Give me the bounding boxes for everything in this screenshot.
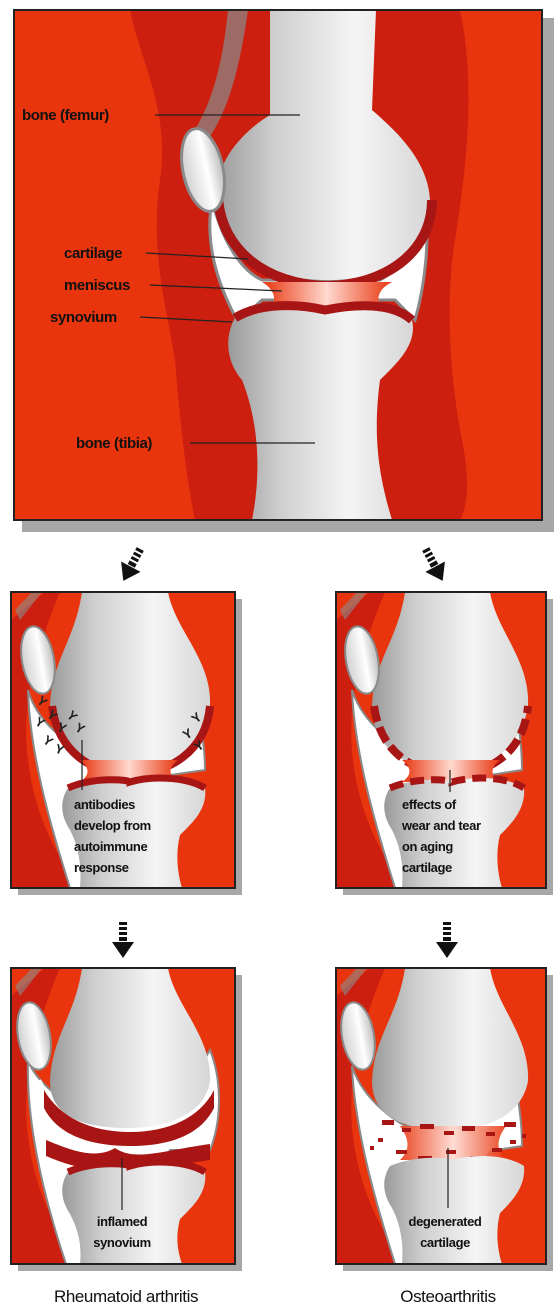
label-femur: bone (femur) [22, 107, 109, 124]
arrow-to-osteoarthritis [416, 544, 452, 586]
note-line-1: effects of [402, 797, 457, 812]
rheumatoid-stage1-panel: Y Y Y Y Y Y Y Y Y Y Y antibodies develop… [11, 592, 242, 895]
label-meniscus: meniscus [64, 277, 130, 294]
note-line-4: cartilage [402, 860, 452, 875]
label-synovium: synovium [50, 309, 117, 326]
note-line-2: wear and tear [401, 818, 481, 833]
note-line-3: autoimmune [74, 839, 147, 854]
caption-osteoarthritis: Osteoarthritis [400, 1287, 496, 1306]
note-line-1: degenerated [409, 1214, 482, 1229]
caption-rheumatoid-arthritis: Rheumatoid arthritis [54, 1287, 198, 1306]
note-line-2: develop from [74, 818, 151, 833]
main-knee-panel: bone (femur) cartilage meniscus synovium… [14, 10, 554, 532]
note-line-1: antibodies [74, 797, 135, 812]
rheumatoid-stage2-panel: inflamed synovium [11, 968, 242, 1271]
arrow-rheumatoid-progression [112, 922, 134, 958]
arrow-osteoarthritis-progression [436, 922, 458, 958]
osteoarthritis-stage2-panel: degenerated cartilage [336, 968, 553, 1271]
osteoarthritis-stage1-panel: effects of wear and tear on aging cartil… [336, 592, 553, 895]
label-tibia: bone (tibia) [76, 435, 152, 452]
note-line-1: inflamed [97, 1214, 148, 1229]
note-line-2: cartilage [420, 1235, 470, 1250]
note-line-3: on aging [402, 839, 453, 854]
note-line-4: response [74, 860, 129, 875]
label-cartilage: cartilage [64, 245, 122, 262]
arrow-to-rheumatoid [114, 544, 150, 586]
note-line-2: synovium [93, 1235, 150, 1250]
